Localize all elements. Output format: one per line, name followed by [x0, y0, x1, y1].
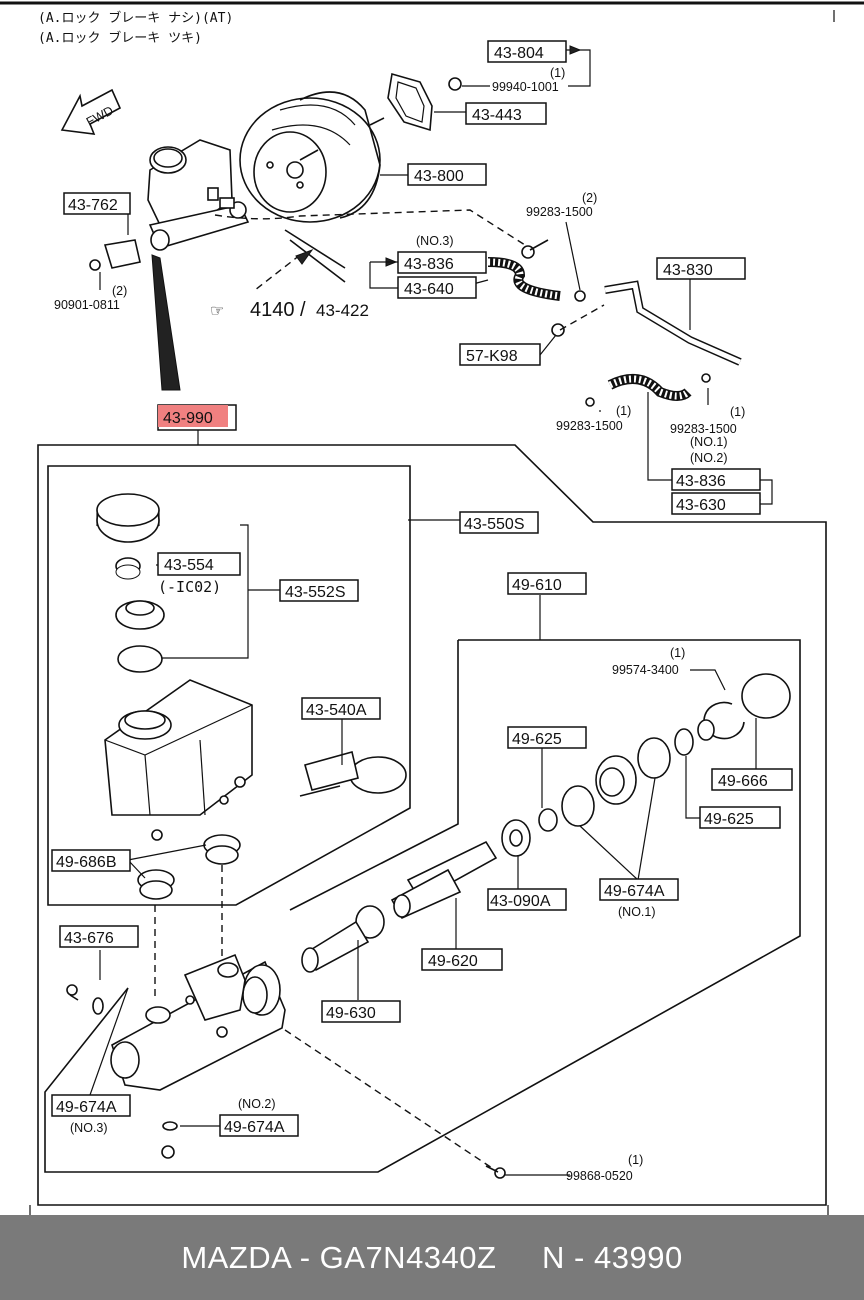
label-49-625-top: 49-625: [512, 731, 562, 748]
label-43-630: 43-630: [676, 497, 726, 514]
master-cylinder-assembly-icon: [147, 139, 250, 251]
label-43-554: 43-554: [164, 557, 214, 574]
footer-bar: MAZDA - GA7N4340Z N - 43990: [0, 1215, 864, 1300]
note-no2-bot: (NO.2): [238, 1097, 276, 1111]
header-line-1: (A.ロック ブレーキ ナシ)(AT): [38, 10, 233, 26]
note-no1-mid: (NO.1): [618, 905, 656, 919]
label-49-630: 49-630: [326, 1005, 376, 1022]
fwd-arrow-icon: FWD: [60, 88, 122, 135]
label-49-674a-mid: 49-674A: [604, 883, 665, 900]
brake-booster-icon: [239, 91, 385, 223]
hand-pointer-icon: ☞: [210, 303, 224, 320]
label-43-762: 43-762: [68, 197, 118, 214]
reservoir-cap-icon: [96, 493, 160, 543]
qty-99574: (1): [670, 646, 685, 660]
label-99574-3400: 99574-3400: [612, 663, 679, 677]
label-99283-top: 99283-1500: [526, 205, 593, 219]
highlight-43-990: [158, 405, 228, 427]
footer-brand: MAZDA - GA7N4340Z: [181, 1239, 497, 1275]
label-43-830: 43-830: [663, 262, 713, 279]
o-ring-icon: [117, 645, 163, 673]
label-43-990: 43-990: [163, 410, 213, 427]
piston-assembly-icon: [301, 673, 791, 973]
label-99868-0520: 99868-0520: [566, 1169, 633, 1183]
qty-99283-right: (1): [730, 405, 745, 419]
label-49-625-right: 49-625: [704, 811, 754, 828]
ref-code: 4140: [250, 299, 295, 321]
qty-90901: (2): [112, 284, 127, 298]
qty-99868: (1): [628, 1153, 643, 1167]
label-43-804: 43-804: [494, 45, 544, 62]
label-43-550s: 43-550S: [464, 516, 525, 533]
label-49-610: 49-610: [512, 577, 562, 594]
qty-99283-left: (1): [616, 404, 631, 418]
label-43-676: 43-676: [64, 930, 114, 947]
label-99283-right: 99283-1500: [670, 422, 737, 436]
label-49-686b: 49-686B: [56, 854, 117, 871]
svg-text:/: /: [300, 299, 306, 321]
label-43-443: 43-443: [472, 107, 522, 124]
label-43-552s: 43-552S: [285, 584, 346, 601]
pointer-arrow-icon: [151, 254, 181, 391]
label-90901-0811: 90901-0811: [54, 298, 120, 312]
label-99940-1001: 99940-1001: [492, 80, 559, 94]
label-57-k98: 57-K98: [466, 348, 518, 365]
clip-icon: [299, 751, 407, 797]
qty-99283-top: (2): [582, 191, 597, 205]
ref-page: 43-422: [316, 301, 369, 320]
footer-text: MAZDA - GA7N4340Z N - 43990: [181, 1240, 682, 1276]
label-43-090a: 43-090A: [490, 893, 551, 910]
label-49-620: 49-620: [428, 953, 478, 970]
note-no3-left: (NO.3): [70, 1121, 108, 1135]
qty-43-804: (1): [550, 66, 565, 80]
nut-icon: [448, 77, 462, 91]
label-43-836-bot: 43-836: [676, 473, 726, 490]
label-ic02: (-IC02): [158, 578, 221, 596]
label-49-674a-bot: 49-674A: [224, 1119, 285, 1136]
reservoir-tank-icon: [104, 679, 253, 841]
note-no2-right: (NO.2): [690, 451, 728, 465]
note-no1-right: (NO.1): [690, 435, 728, 449]
label-43-836-top: 43-836: [404, 256, 454, 273]
gasket-icon: [387, 72, 433, 132]
parts-diagram: (A.ロック ブレーキ ナシ)(AT) (A.ロック ブレーキ ツキ) FWD: [0, 1, 864, 1215]
footer-part: N - 43990: [542, 1239, 683, 1275]
note-no3-top: (NO.3): [416, 234, 454, 248]
label-99283-left: 99283-1500: [556, 419, 623, 433]
label-49-666: 49-666: [718, 773, 768, 790]
assembly-outline: [37, 444, 827, 1206]
header-line-2: (A.ロック ブレーキ ツキ): [38, 30, 202, 46]
master-cylinder-body-icon: [110, 953, 286, 1091]
label-43-640: 43-640: [404, 281, 454, 298]
label-43-800: 43-800: [414, 168, 464, 185]
label-49-674a-left: 49-674A: [56, 1099, 117, 1116]
reservoir-filter-icon: [115, 600, 165, 630]
label-43-540a: 43-540A: [306, 702, 367, 719]
